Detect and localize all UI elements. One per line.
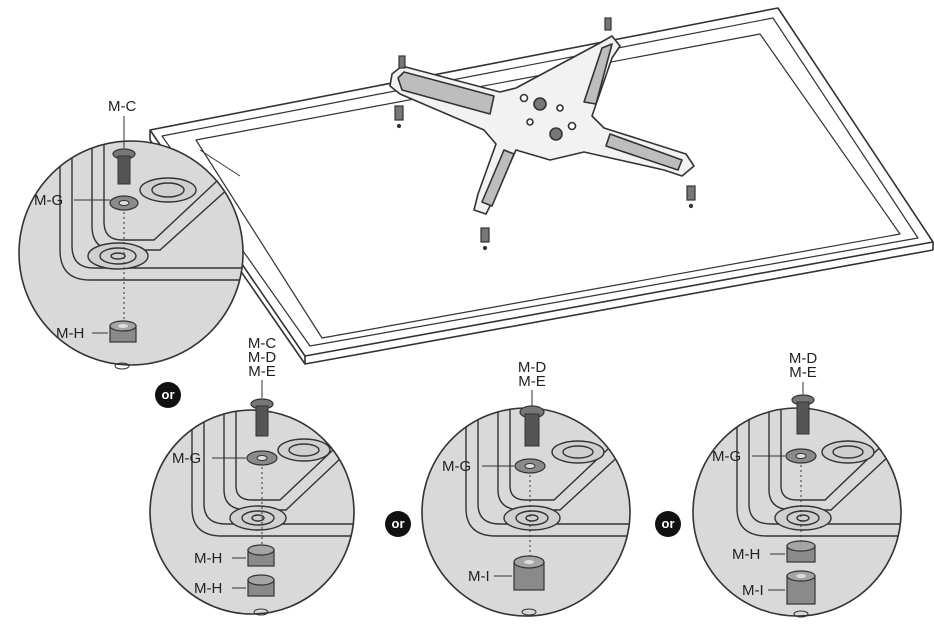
label-mh: M-H [732, 546, 760, 563]
bracket-screws [394, 17, 696, 251]
or-badge-1: or [155, 382, 181, 408]
label-md: M-D [518, 359, 546, 376]
label-mg: M-G [172, 450, 201, 467]
detail-circle-3: M-D M-E M-G M-I [421, 359, 631, 617]
detail-circle-1: M-C M-G M-H [18, 98, 244, 370]
label-mh: M-H [194, 580, 222, 597]
or-badge-3: or [655, 511, 681, 537]
label-me: M-E [518, 373, 546, 390]
label-mc: M-C [108, 98, 136, 115]
svg-text:or: or [162, 387, 175, 402]
label-mi: M-I [468, 568, 490, 585]
detail-circle-4: M-D M-E M-G M-H M-I [692, 350, 902, 618]
callout-line [199, 149, 241, 177]
label-mg: M-G [34, 192, 63, 209]
label-mi: M-I [742, 582, 764, 599]
label-mg: M-G [442, 458, 471, 475]
label-me: M-E [789, 364, 817, 381]
label-md: M-D [789, 350, 817, 367]
tv-panel [149, 7, 934, 365]
label-mh: M-H [56, 325, 84, 342]
label-md: M-D [248, 349, 276, 366]
svg-text:or: or [662, 516, 675, 531]
detail-circle-2: M-C M-D M-E M-G M-H M-H [149, 335, 355, 616]
label-me: M-E [248, 363, 276, 380]
label-mg: M-G [712, 448, 741, 465]
mounting-bracket [389, 35, 695, 215]
or-badge-2: or [385, 511, 411, 537]
svg-text:or: or [392, 516, 405, 531]
label-mc: M-C [248, 335, 276, 352]
label-mh: M-H [194, 550, 222, 567]
